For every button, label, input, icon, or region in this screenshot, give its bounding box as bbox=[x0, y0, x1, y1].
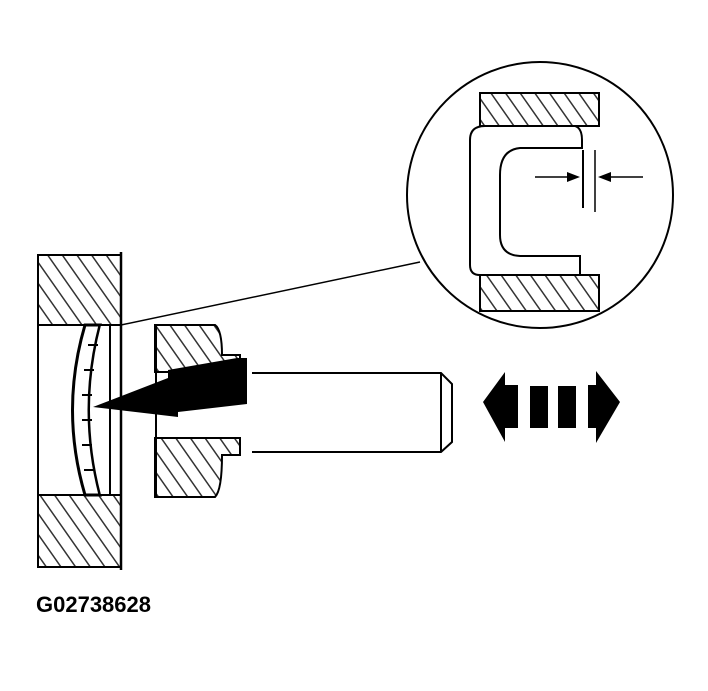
direction-arrow bbox=[93, 358, 247, 417]
figure-id-label: G02738628 bbox=[36, 592, 151, 617]
movement-arrow bbox=[483, 371, 620, 443]
shaft bbox=[252, 372, 453, 453]
seal-ring bbox=[71, 323, 111, 497]
guide-bushing bbox=[154, 324, 241, 498]
leader-line bbox=[120, 261, 421, 326]
detail-view bbox=[406, 61, 674, 329]
